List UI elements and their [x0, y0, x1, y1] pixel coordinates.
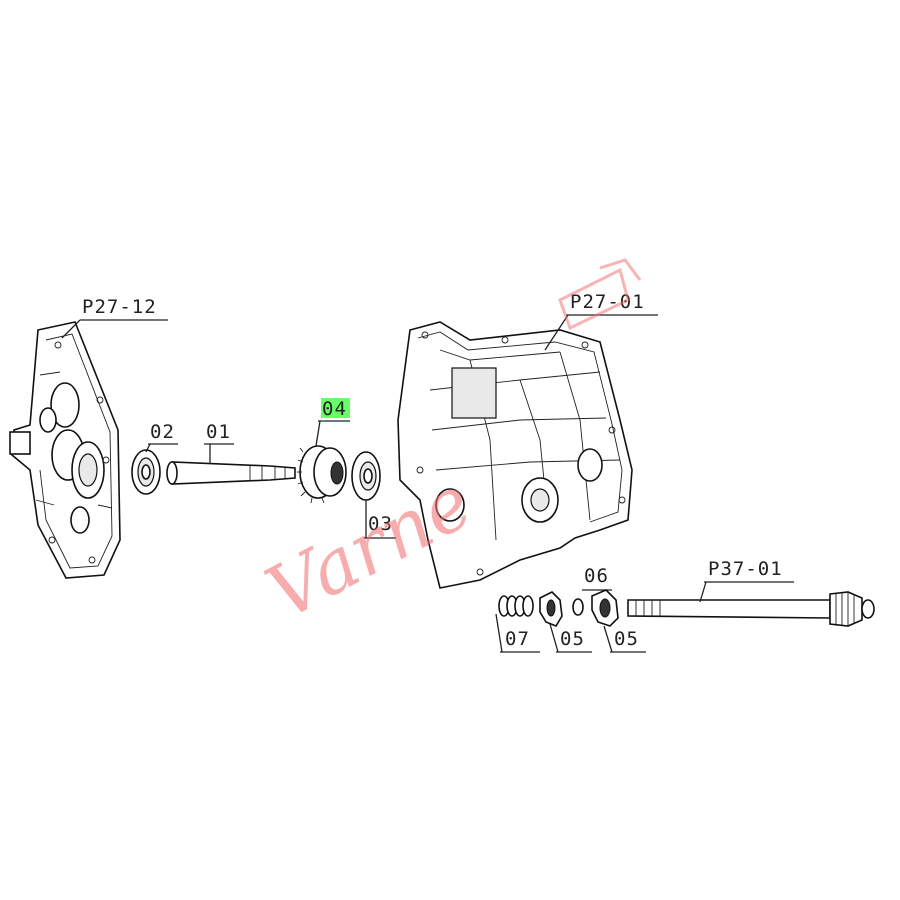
label-01: 01 — [204, 421, 234, 464]
label-03: 03 — [364, 500, 396, 539]
label-05-b-text: 05 — [614, 628, 639, 650]
bearing-02[interactable] — [131, 449, 161, 495]
label-03-text: 03 — [368, 513, 393, 535]
watermark-logo — [558, 258, 642, 331]
label-06-text: 06 — [584, 565, 609, 587]
gear-04[interactable] — [297, 445, 347, 504]
label-p37-01-text: P37-01 — [708, 558, 783, 580]
label-p37-01: P37-01 — [699, 558, 794, 603]
label-07-text: 07 — [505, 628, 530, 650]
spring-07[interactable] — [498, 595, 534, 617]
label-02: 02 — [145, 421, 178, 453]
shift-fork-05-a[interactable] — [539, 591, 563, 627]
shift-fork-05-b[interactable] — [591, 589, 619, 627]
label-p27-01-text: P27-01 — [570, 291, 645, 313]
label-05-a-text: 05 — [560, 628, 585, 650]
output-shaft-p37-01[interactable] — [627, 591, 875, 627]
label-04-text: 04 — [322, 398, 347, 420]
label-05-b: 05 — [603, 625, 646, 653]
label-04-highlight — [321, 398, 350, 418]
label-02-text: 02 — [150, 421, 175, 443]
label-06: 06 — [582, 565, 612, 591]
label-04: 04 — [315, 398, 350, 447]
label-05-a: 05 — [549, 623, 592, 653]
label-p27-12: P27-12 — [61, 296, 168, 339]
label-01-text: 01 — [206, 421, 231, 443]
label-07: 07 — [495, 613, 540, 653]
housing-cover-left[interactable] — [9, 321, 121, 579]
gearbox-housing-right[interactable] — [397, 321, 633, 589]
ring-06[interactable] — [572, 598, 584, 616]
label-p27-01: P27-01 — [544, 291, 658, 351]
label-p27-12-text: P27-12 — [82, 296, 157, 318]
shaft-01[interactable] — [166, 461, 296, 485]
bearing-03[interactable] — [351, 451, 381, 501]
